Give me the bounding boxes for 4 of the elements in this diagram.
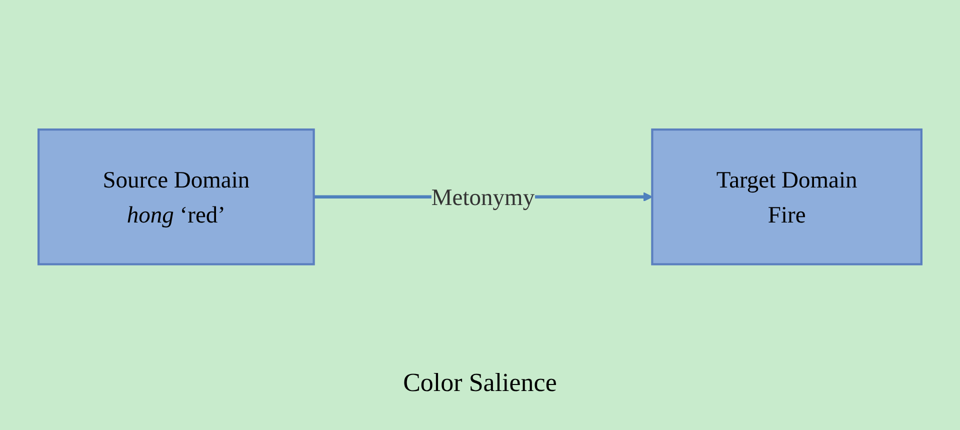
annotation-text: Color Salience bbox=[403, 368, 557, 398]
node-box: Target Domain Fire bbox=[651, 128, 922, 266]
node-box: Source Domain hong ‘red’ bbox=[38, 128, 315, 266]
edge-label: Metonymy bbox=[431, 184, 535, 210]
